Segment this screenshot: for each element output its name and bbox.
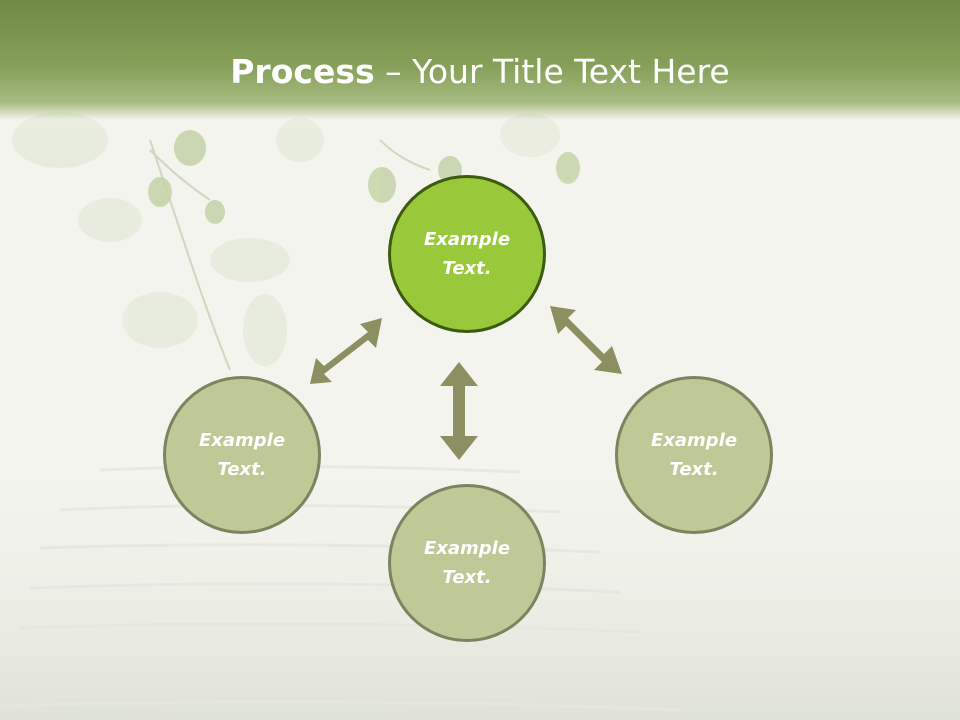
process-node-left[interactable]: Example Text. [163, 376, 321, 534]
node-bottom-label: Example Text. [423, 538, 511, 588]
title-banner [0, 0, 960, 120]
node-right-label: Example Text. [650, 430, 738, 480]
node-left-label: Example Text. [198, 430, 286, 480]
slide-title: Process – Your Title Text Here [0, 52, 960, 91]
title-bold-text: Process [230, 52, 375, 91]
arrow-top-right [550, 306, 622, 374]
arrow-top-left [310, 318, 382, 384]
arrow-group [310, 306, 622, 460]
title-rest-text: – Your Title Text Here [374, 52, 730, 91]
arrow-vertical [440, 362, 478, 460]
process-node-top[interactable]: Example Text. [388, 175, 546, 333]
process-node-bottom[interactable]: Example Text. [388, 484, 546, 642]
process-node-right[interactable]: Example Text. [615, 376, 773, 534]
node-top-label: Example Text. [423, 229, 511, 279]
